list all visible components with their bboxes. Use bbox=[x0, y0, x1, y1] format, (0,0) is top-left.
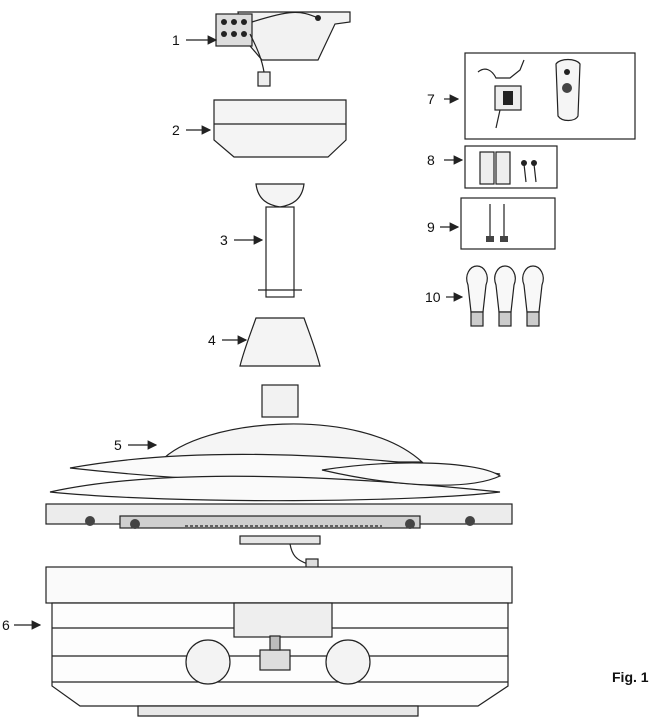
part-number-2: 2 bbox=[172, 122, 180, 138]
part-number-7: 7 bbox=[427, 91, 435, 107]
part-number-3: 3 bbox=[220, 232, 228, 248]
part-number-9: 9 bbox=[427, 219, 435, 235]
figure-label: Fig. 1 bbox=[612, 669, 649, 685]
downrod-icon bbox=[234, 183, 305, 298]
part-number-6: 6 bbox=[2, 617, 10, 633]
part-number-8: 8 bbox=[427, 152, 435, 168]
part-number-5: 5 bbox=[114, 437, 122, 453]
mounting-screws-icon bbox=[440, 197, 556, 250]
light-kit-cage-icon bbox=[14, 566, 513, 717]
canopy-icon bbox=[186, 99, 347, 158]
mounting-bracket-icon bbox=[186, 11, 351, 87]
part-number-4: 4 bbox=[208, 332, 216, 348]
canopy-cover-icon bbox=[222, 317, 321, 367]
part-number-1: 1 bbox=[172, 32, 180, 48]
part-number-10: 10 bbox=[425, 289, 441, 305]
bulbs-icon bbox=[446, 265, 544, 327]
fan-body-blades-icon bbox=[45, 384, 513, 570]
batteries-screws-icon bbox=[444, 145, 558, 189]
receiver-and-remote-icon bbox=[444, 52, 636, 140]
